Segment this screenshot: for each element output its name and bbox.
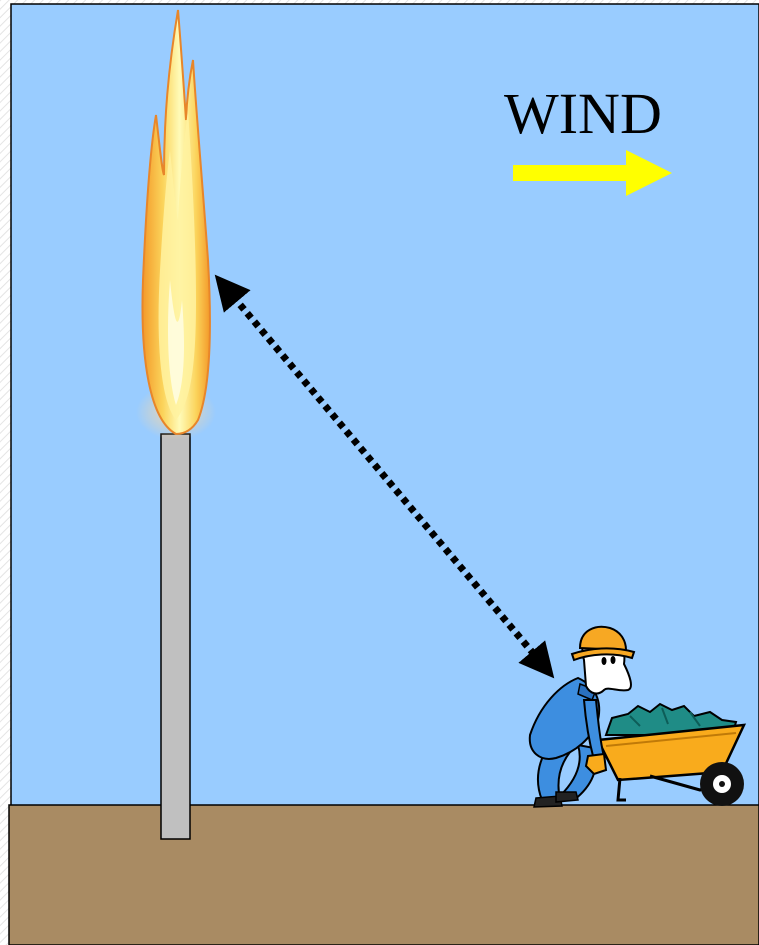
wind-label: WIND (504, 82, 662, 146)
ground (9, 805, 759, 945)
flare-stack (161, 434, 190, 839)
